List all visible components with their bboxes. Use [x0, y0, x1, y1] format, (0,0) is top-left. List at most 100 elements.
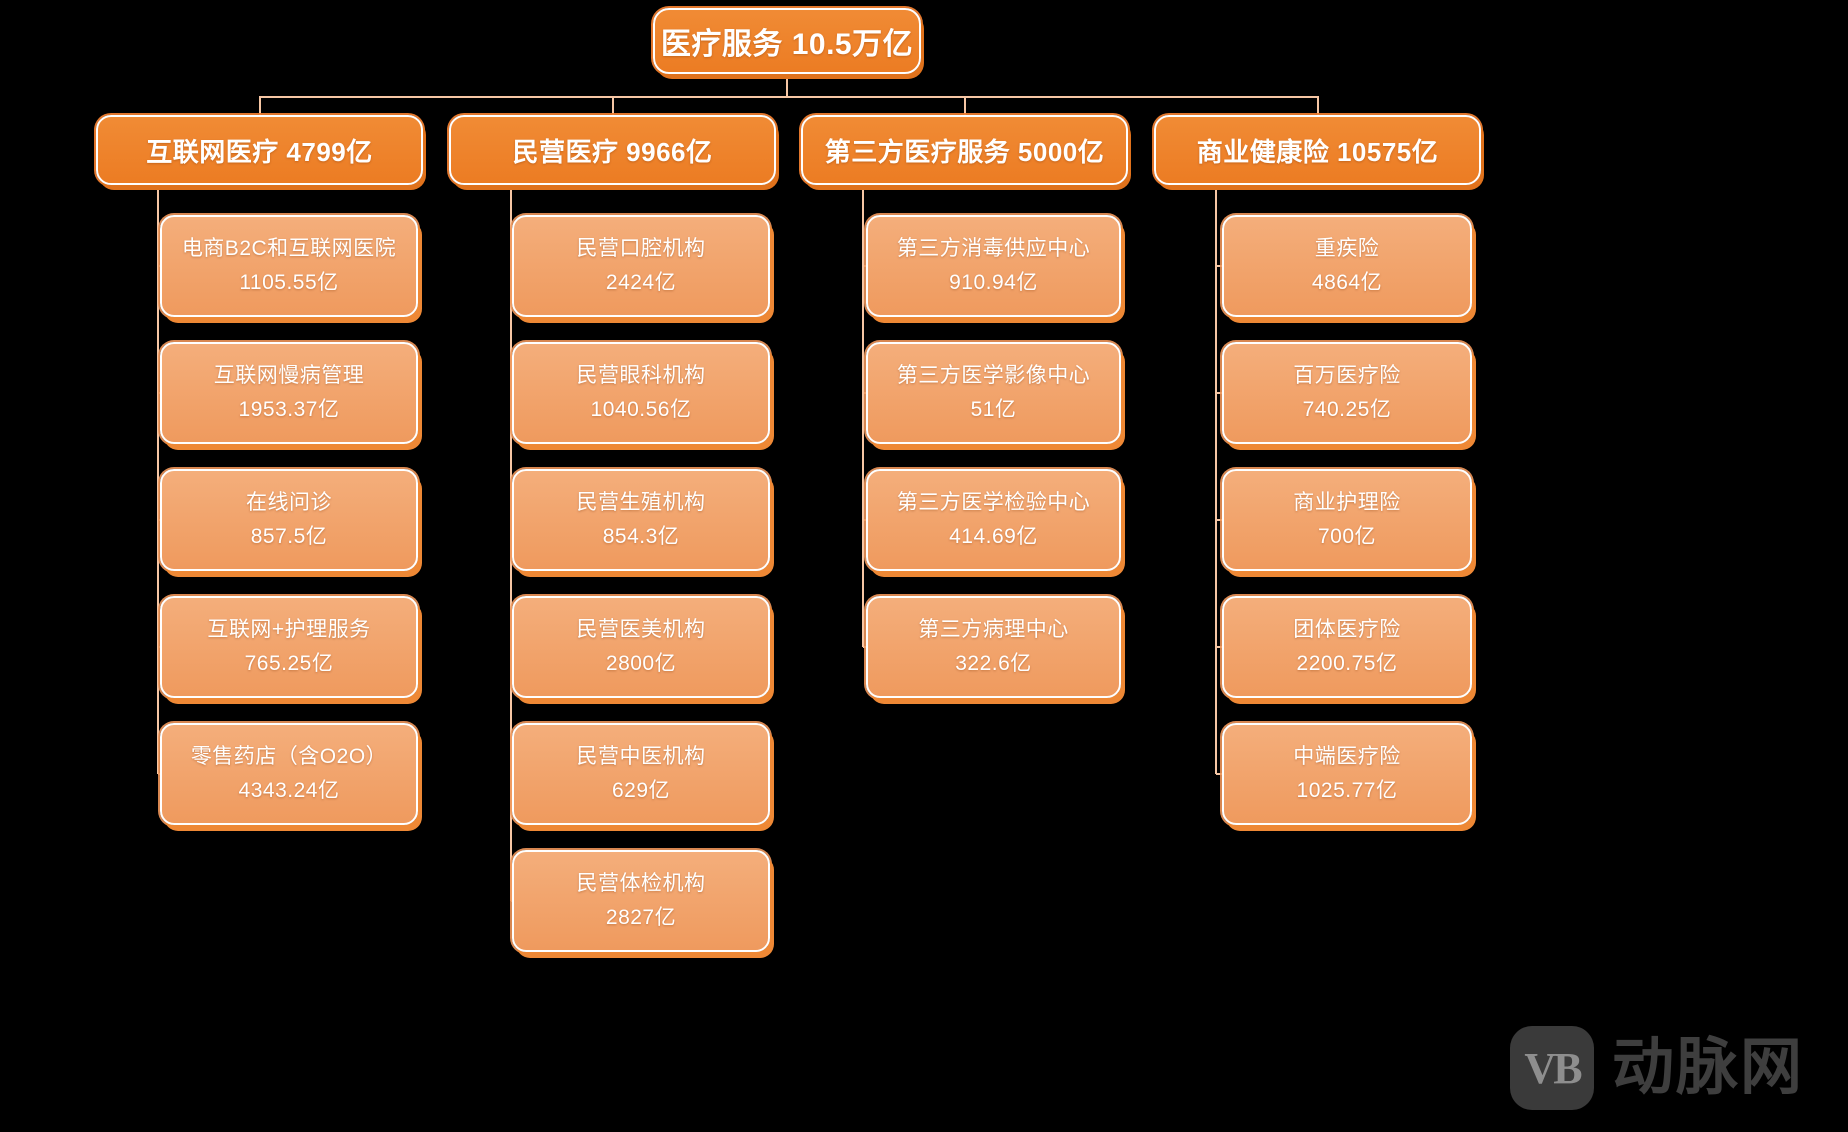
connector-leaf-3-4 [863, 646, 866, 648]
connector-leaf-4-1 [1216, 265, 1222, 267]
leaf-node-value: 2200.75亿 [1296, 652, 1398, 675]
root-node[interactable]: 医疗服务 10.5万亿 [653, 8, 921, 74]
leaf-node-title: 第三方消毒供应中心 [896, 236, 1091, 260]
leaf-node-2-3[interactable]: 民营生殖机构 854.3亿 [512, 469, 770, 571]
leaf-node-value: 2800亿 [605, 652, 677, 675]
leaf-node-title: 商业护理险 [1293, 490, 1401, 514]
connector-leaf-2-2 [511, 392, 512, 394]
leaf-node-2-5[interactable]: 民营中医机构 629亿 [512, 723, 770, 825]
connector-leaf-1-3 [158, 519, 160, 521]
connector-branch-stem-4 [1316, 96, 1319, 115]
leaf-node-value: 2424亿 [605, 271, 677, 294]
leaf-node-title: 中端医疗险 [1293, 744, 1401, 768]
connector-leaf-3-2 [863, 392, 866, 394]
leaf-node-value: 1953.37亿 [238, 398, 340, 421]
leaf-node-title: 互联网+护理服务 [207, 617, 371, 641]
leaf-node-value: 414.69亿 [949, 525, 1038, 548]
leaf-node-3-3[interactable]: 第三方医学检验中心 414.69亿 [866, 469, 1121, 571]
watermark-text: 动脉网 [1611, 1033, 1804, 1102]
leaf-node-title: 民营眼科机构 [576, 363, 706, 387]
leaf-node-value: 854.3亿 [602, 525, 680, 548]
leaf-node-title: 民营中医机构 [576, 744, 706, 768]
leaf-node-4-3[interactable]: 商业护理险 700亿 [1222, 469, 1472, 571]
leaf-node-title: 团体医疗险 [1293, 617, 1401, 641]
leaf-node-value: 4864亿 [1311, 271, 1383, 294]
leaf-node-1-2[interactable]: 互联网慢病管理 1953.37亿 [160, 342, 418, 444]
connector-leaf-1-2 [158, 392, 160, 394]
leaf-node-title: 第三方医学检验中心 [896, 490, 1091, 514]
connector-leaf-4-5 [1216, 773, 1222, 775]
connector-branch-stem-1 [258, 96, 261, 115]
watermark: VB 动脉网 [1509, 1026, 1804, 1110]
connector-bus [259, 96, 1318, 98]
leaf-node-title: 民营口腔机构 [576, 236, 706, 260]
leaf-node-1-1[interactable]: 电商B2C和互联网医院 1105.55亿 [160, 215, 418, 317]
leaf-node-1-3[interactable]: 在线问诊 857.5亿 [160, 469, 418, 571]
connector-branch-stem-3 [963, 96, 966, 115]
connector-branch-stem-2 [611, 96, 614, 115]
leaf-node-2-6[interactable]: 民营体检机构 2827亿 [512, 850, 770, 952]
connector-spine-3 [862, 185, 864, 647]
connector-leaf-4-2 [1216, 392, 1222, 394]
leaf-node-value: 765.25亿 [244, 652, 334, 675]
connector-leaf-1-4 [158, 646, 160, 648]
category-node-2[interactable]: 民营医疗 9966亿 [449, 115, 776, 185]
leaf-node-title: 第三方医学影像中心 [896, 363, 1091, 387]
leaf-node-title: 互联网慢病管理 [213, 363, 365, 387]
leaf-node-value: 1025.77亿 [1296, 779, 1398, 802]
category-node-label: 商业健康险 10575亿 [1196, 136, 1439, 167]
leaf-node-value: 4343.24亿 [238, 779, 340, 802]
leaf-node-title: 在线问诊 [246, 490, 332, 514]
leaf-node-title: 零售药店（含O2O） [190, 744, 388, 768]
connector-leaf-2-1 [511, 265, 512, 267]
connector-leaf-4-3 [1216, 519, 1222, 521]
root-node-label: 医疗服务 10.5万亿 [660, 28, 914, 61]
leaf-node-4-5[interactable]: 中端医疗险 1025.77亿 [1222, 723, 1472, 825]
category-node-3[interactable]: 第三方医疗服务 5000亿 [801, 115, 1128, 185]
category-node-label: 互联网医疗 4799亿 [146, 136, 373, 167]
leaf-node-value: 740.25亿 [1302, 398, 1392, 421]
leaf-node-value: 51亿 [970, 398, 1017, 421]
connector-spine-1 [157, 185, 159, 774]
category-node-label: 第三方医疗服务 5000亿 [824, 136, 1105, 167]
leaf-node-value: 910.94亿 [949, 271, 1038, 294]
leaf-node-title: 民营生殖机构 [576, 490, 706, 514]
connector-leaf-2-6 [511, 900, 512, 902]
category-node-1[interactable]: 互联网医疗 4799亿 [96, 115, 423, 185]
leaf-node-3-2[interactable]: 第三方医学影像中心 51亿 [866, 342, 1121, 444]
leaf-node-value: 857.5亿 [250, 525, 328, 548]
leaf-node-value: 1040.56亿 [590, 398, 692, 421]
leaf-node-title: 第三方病理中心 [918, 617, 1069, 641]
leaf-node-1-4[interactable]: 互联网+护理服务 765.25亿 [160, 596, 418, 698]
leaf-node-4-4[interactable]: 团体医疗险 2200.75亿 [1222, 596, 1472, 698]
connector-leaf-4-4 [1216, 646, 1222, 648]
category-node-label: 民营医疗 9966亿 [512, 136, 713, 167]
connector-leaf-3-1 [863, 265, 866, 267]
leaf-node-1-5[interactable]: 零售药店（含O2O） 4343.24亿 [160, 723, 418, 825]
leaf-node-value: 322.6亿 [955, 652, 1032, 675]
connector-spine-2 [510, 185, 512, 901]
leaf-node-value: 2827亿 [605, 906, 677, 929]
connector-root-stem [786, 74, 788, 96]
connector-leaf-1-5 [158, 773, 160, 775]
vb-logo-icon: VB [1509, 1026, 1594, 1110]
leaf-node-value: 629亿 [611, 779, 671, 802]
leaf-node-4-2[interactable]: 百万医疗险 740.25亿 [1222, 342, 1472, 444]
leaf-node-2-1[interactable]: 民营口腔机构 2424亿 [512, 215, 770, 317]
leaf-node-value: 700亿 [1317, 525, 1377, 548]
leaf-node-3-1[interactable]: 第三方消毒供应中心 910.94亿 [866, 215, 1121, 317]
leaf-node-title: 重疾险 [1314, 236, 1380, 260]
leaf-node-title: 电商B2C和互联网医院 [181, 236, 397, 260]
connector-leaf-1-1 [158, 265, 160, 267]
leaf-node-3-4[interactable]: 第三方病理中心 322.6亿 [866, 596, 1121, 698]
leaf-node-2-2[interactable]: 民营眼科机构 1040.56亿 [512, 342, 770, 444]
connector-leaf-2-4 [511, 646, 512, 648]
leaf-node-value: 1105.55亿 [239, 271, 339, 294]
leaf-node-title: 民营体检机构 [576, 871, 706, 895]
category-node-4[interactable]: 商业健康险 10575亿 [1154, 115, 1481, 185]
connector-spine-4 [1215, 185, 1217, 774]
leaf-node-4-1[interactable]: 重疾险 4864亿 [1222, 215, 1472, 317]
leaf-node-title: 百万医疗险 [1293, 363, 1401, 387]
